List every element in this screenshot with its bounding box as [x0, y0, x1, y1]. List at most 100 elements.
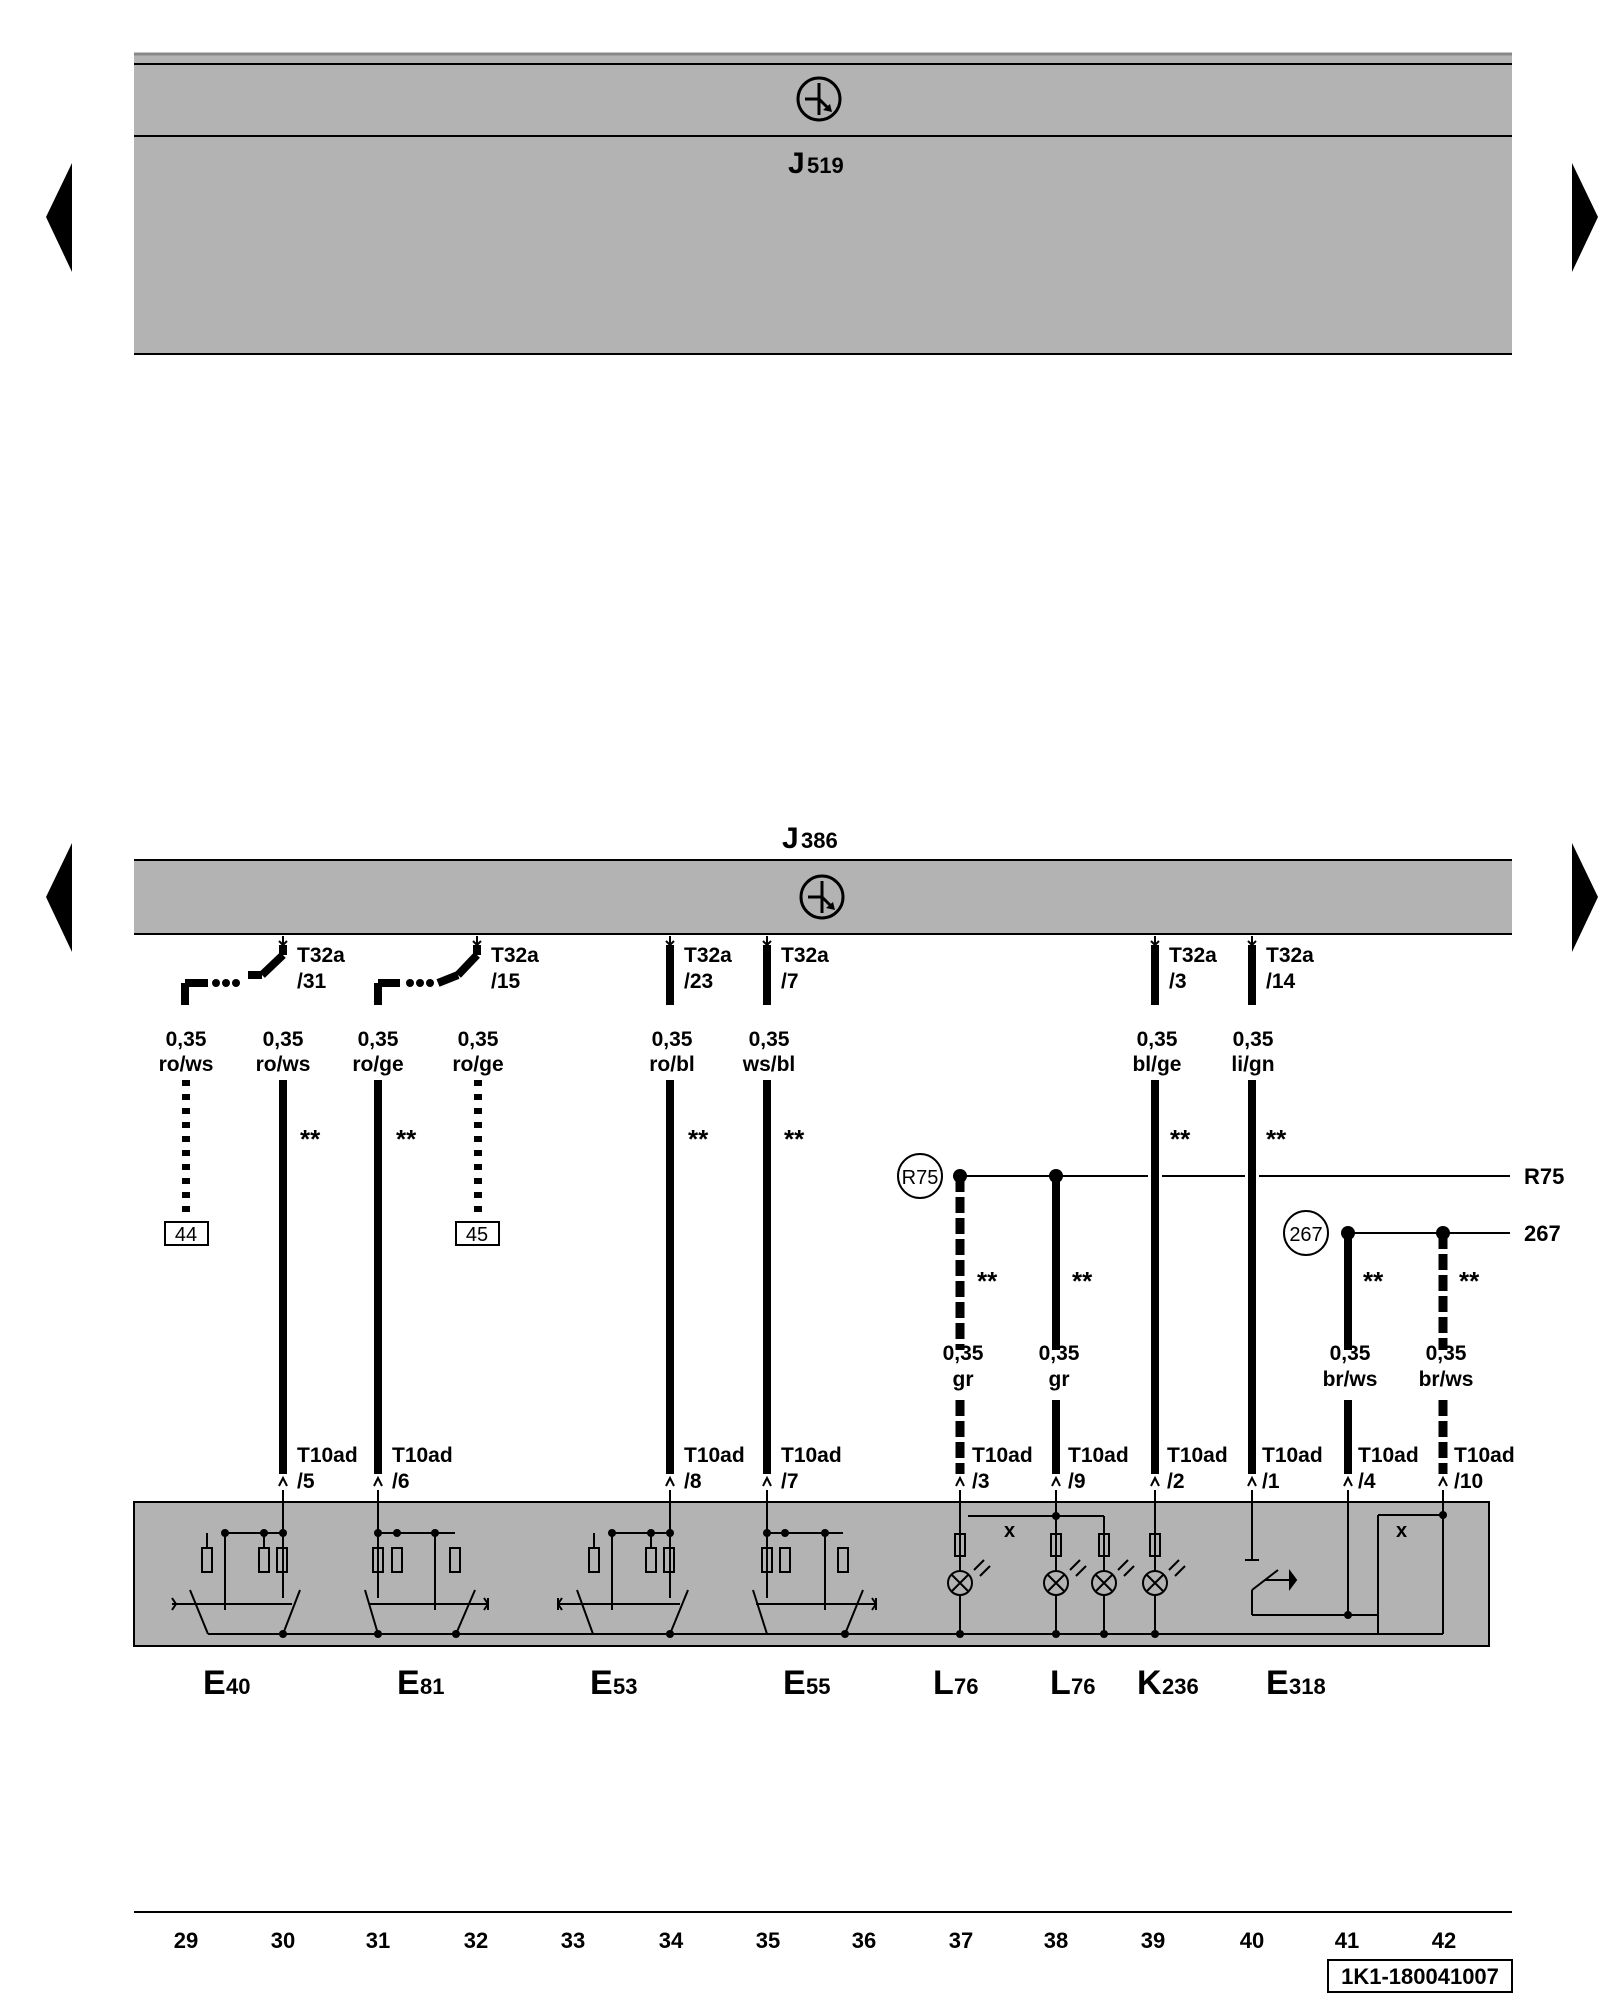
bus-r75-marker[interactable]: [897, 1153, 943, 1199]
wire-30-conn-top: T32a: [297, 944, 345, 967]
column-38: 38: [1044, 1928, 1068, 1953]
column-41: 41: [1335, 1928, 1359, 1953]
component-e55-sub: 55: [806, 1674, 830, 1699]
wire-41-color: br/ws: [1323, 1368, 1378, 1391]
component-e40-letter: E: [203, 1664, 226, 1702]
wire-col-32: T32a /15 0,35 ro/ge 45: [452, 936, 539, 1246]
switch-e55: [752, 1490, 878, 1635]
bus-267-label: 267: [1524, 1221, 1561, 1246]
ref-box-45-label: 45: [466, 1224, 488, 1246]
module-j386: J 386: [134, 822, 1512, 935]
wire-37-size: 0,35: [943, 1342, 984, 1365]
wire-39-pin-bot: /2: [1167, 1470, 1185, 1493]
wire-39-color: bl/ge: [1132, 1053, 1181, 1076]
wire-31-mark: **: [396, 1124, 417, 1154]
wire-34-conn-top: T32a: [684, 944, 732, 967]
connector-arrows-bottom: [278, 1475, 1448, 1487]
component-e53-letter: E: [590, 1664, 613, 1702]
column-31: 31: [366, 1928, 390, 1953]
wire-34-mark: **: [688, 1124, 709, 1154]
wire-38-size: 0,35: [1039, 1342, 1080, 1365]
component-e53-sub: 53: [613, 1674, 637, 1699]
wire-35-size: 0,35: [749, 1028, 790, 1051]
component-l76-b-letter: L: [1050, 1664, 1071, 1702]
bus-267-marker[interactable]: [1283, 1210, 1329, 1256]
column-40: 40: [1240, 1928, 1264, 1953]
wire-38-pin-bot: /9: [1068, 1470, 1086, 1493]
wire-29-size: 0,35: [166, 1028, 207, 1051]
wire-37-color: gr: [953, 1368, 974, 1391]
device-box: x x: [133, 1490, 1490, 1647]
ref-box-44[interactable]: [164, 1221, 209, 1246]
wire-39-conn-bot: T10ad: [1167, 1444, 1228, 1467]
ref-box-45[interactable]: [455, 1221, 500, 1246]
wire-col-42: ** 0,35 br/ws T10ad /10: [1419, 1226, 1515, 1493]
lamp-l76-a: [947, 1490, 1105, 1634]
wire-37-pin-bot: /3: [972, 1470, 990, 1493]
module-j519: J 519: [134, 52, 1512, 355]
component-e81-sub: 81: [420, 1674, 444, 1699]
wire-31-color: ro/ge: [352, 1053, 403, 1076]
wire-39-size: 0,35: [1137, 1028, 1178, 1051]
column-35: 35: [756, 1928, 780, 1953]
switch-e53: [556, 1490, 689, 1635]
next-page-arrow-bottom[interactable]: [1572, 843, 1598, 952]
wire-30-pin-bot: /5: [297, 1470, 315, 1493]
module-j519-sub: 519: [807, 153, 844, 178]
wire-39-conn-top: T32a: [1169, 944, 1217, 967]
prev-page-arrow-top[interactable]: [46, 163, 72, 272]
wire-30-color: ro/ws: [256, 1053, 311, 1076]
wire-30-conn-bot: T10ad: [297, 1444, 358, 1467]
wire-35-conn-bot: T10ad: [781, 1444, 842, 1467]
led-arrows: [973, 1559, 1186, 1577]
wire-32-pin-top: /15: [491, 970, 521, 993]
wire-32-color: ro/ge: [452, 1053, 503, 1076]
wire-40-color: li/gn: [1231, 1053, 1274, 1076]
diagram-id-box: [1327, 1959, 1513, 1993]
column-42: 42: [1432, 1928, 1456, 1953]
wire-29-color: ro/ws: [159, 1053, 214, 1076]
component-e55-letter: E: [783, 1664, 806, 1702]
wire-40-size: 0,35: [1233, 1028, 1274, 1051]
wire-col-39: T32a /3 0,35 bl/ge ** T10ad /2: [1132, 936, 1228, 1493]
next-page-arrow-top[interactable]: [1572, 163, 1598, 272]
wire-35-pin-bot: /7: [781, 1470, 799, 1493]
x-mark-2: x: [1396, 1520, 1407, 1542]
prev-page-arrow-bottom[interactable]: [46, 843, 72, 952]
wire-40-mark: **: [1266, 1124, 1287, 1154]
module-j386-sub: 386: [801, 828, 838, 853]
column-ruler: 29 30 31 32 33 34 35 36 37 38 39 40 41 4…: [134, 1911, 1513, 1993]
switch-e81: [364, 1490, 490, 1635]
wire-35-pin-top: /7: [781, 970, 799, 993]
wire-col-40: T32a /14 0,35 li/gn ** T10ad /1: [1231, 936, 1323, 1493]
column-37: 37: [949, 1928, 973, 1953]
wire-37-conn-bot: T10ad: [972, 1444, 1033, 1467]
bus-267: 267 267: [1283, 1210, 1561, 1256]
wire-col-30: T32a /31 0,35 ro/ws ** T10ad /5: [256, 936, 358, 1493]
wire-34-conn-bot: T10ad: [684, 1444, 745, 1467]
module-j386-label: J: [782, 822, 799, 855]
bus-r75-marker-label: R75: [902, 1167, 939, 1189]
wire-col-38: ** 0,35 gr T10ad /9: [1039, 1169, 1129, 1493]
wire-41-size: 0,35: [1330, 1342, 1371, 1365]
wire-34-pin-bot: /8: [684, 1470, 702, 1493]
component-e318-sub: 318: [1289, 1674, 1326, 1699]
component-e40-sub: 40: [226, 1674, 250, 1699]
wire-41-mark: **: [1363, 1266, 1384, 1296]
component-e318-letter: E: [1266, 1664, 1289, 1702]
wire-34-pin-top: /23: [684, 970, 713, 993]
column-29: 29: [174, 1928, 198, 1953]
wire-34-size: 0,35: [652, 1028, 693, 1051]
wire-39-pin-top: /3: [1169, 970, 1187, 993]
component-k236-sub: 236: [1162, 1674, 1199, 1699]
component-l76-a-sub: 76: [954, 1674, 978, 1699]
bus-r75: R75 R75: [897, 1153, 1564, 1199]
bus-r75-label: R75: [1524, 1164, 1564, 1189]
wire-35-color: ws/bl: [742, 1053, 796, 1076]
column-32: 32: [464, 1928, 488, 1953]
wire-col-29-branch: 0,35 ro/ws 44: [159, 971, 262, 1246]
wire-32-conn-top: T32a: [491, 944, 539, 967]
module-j519-body: [134, 54, 1512, 354]
column-33: 33: [561, 1928, 585, 1953]
wire-col-35: T32a /7 0,35 ws/bl ** T10ad /7: [742, 936, 842, 1493]
